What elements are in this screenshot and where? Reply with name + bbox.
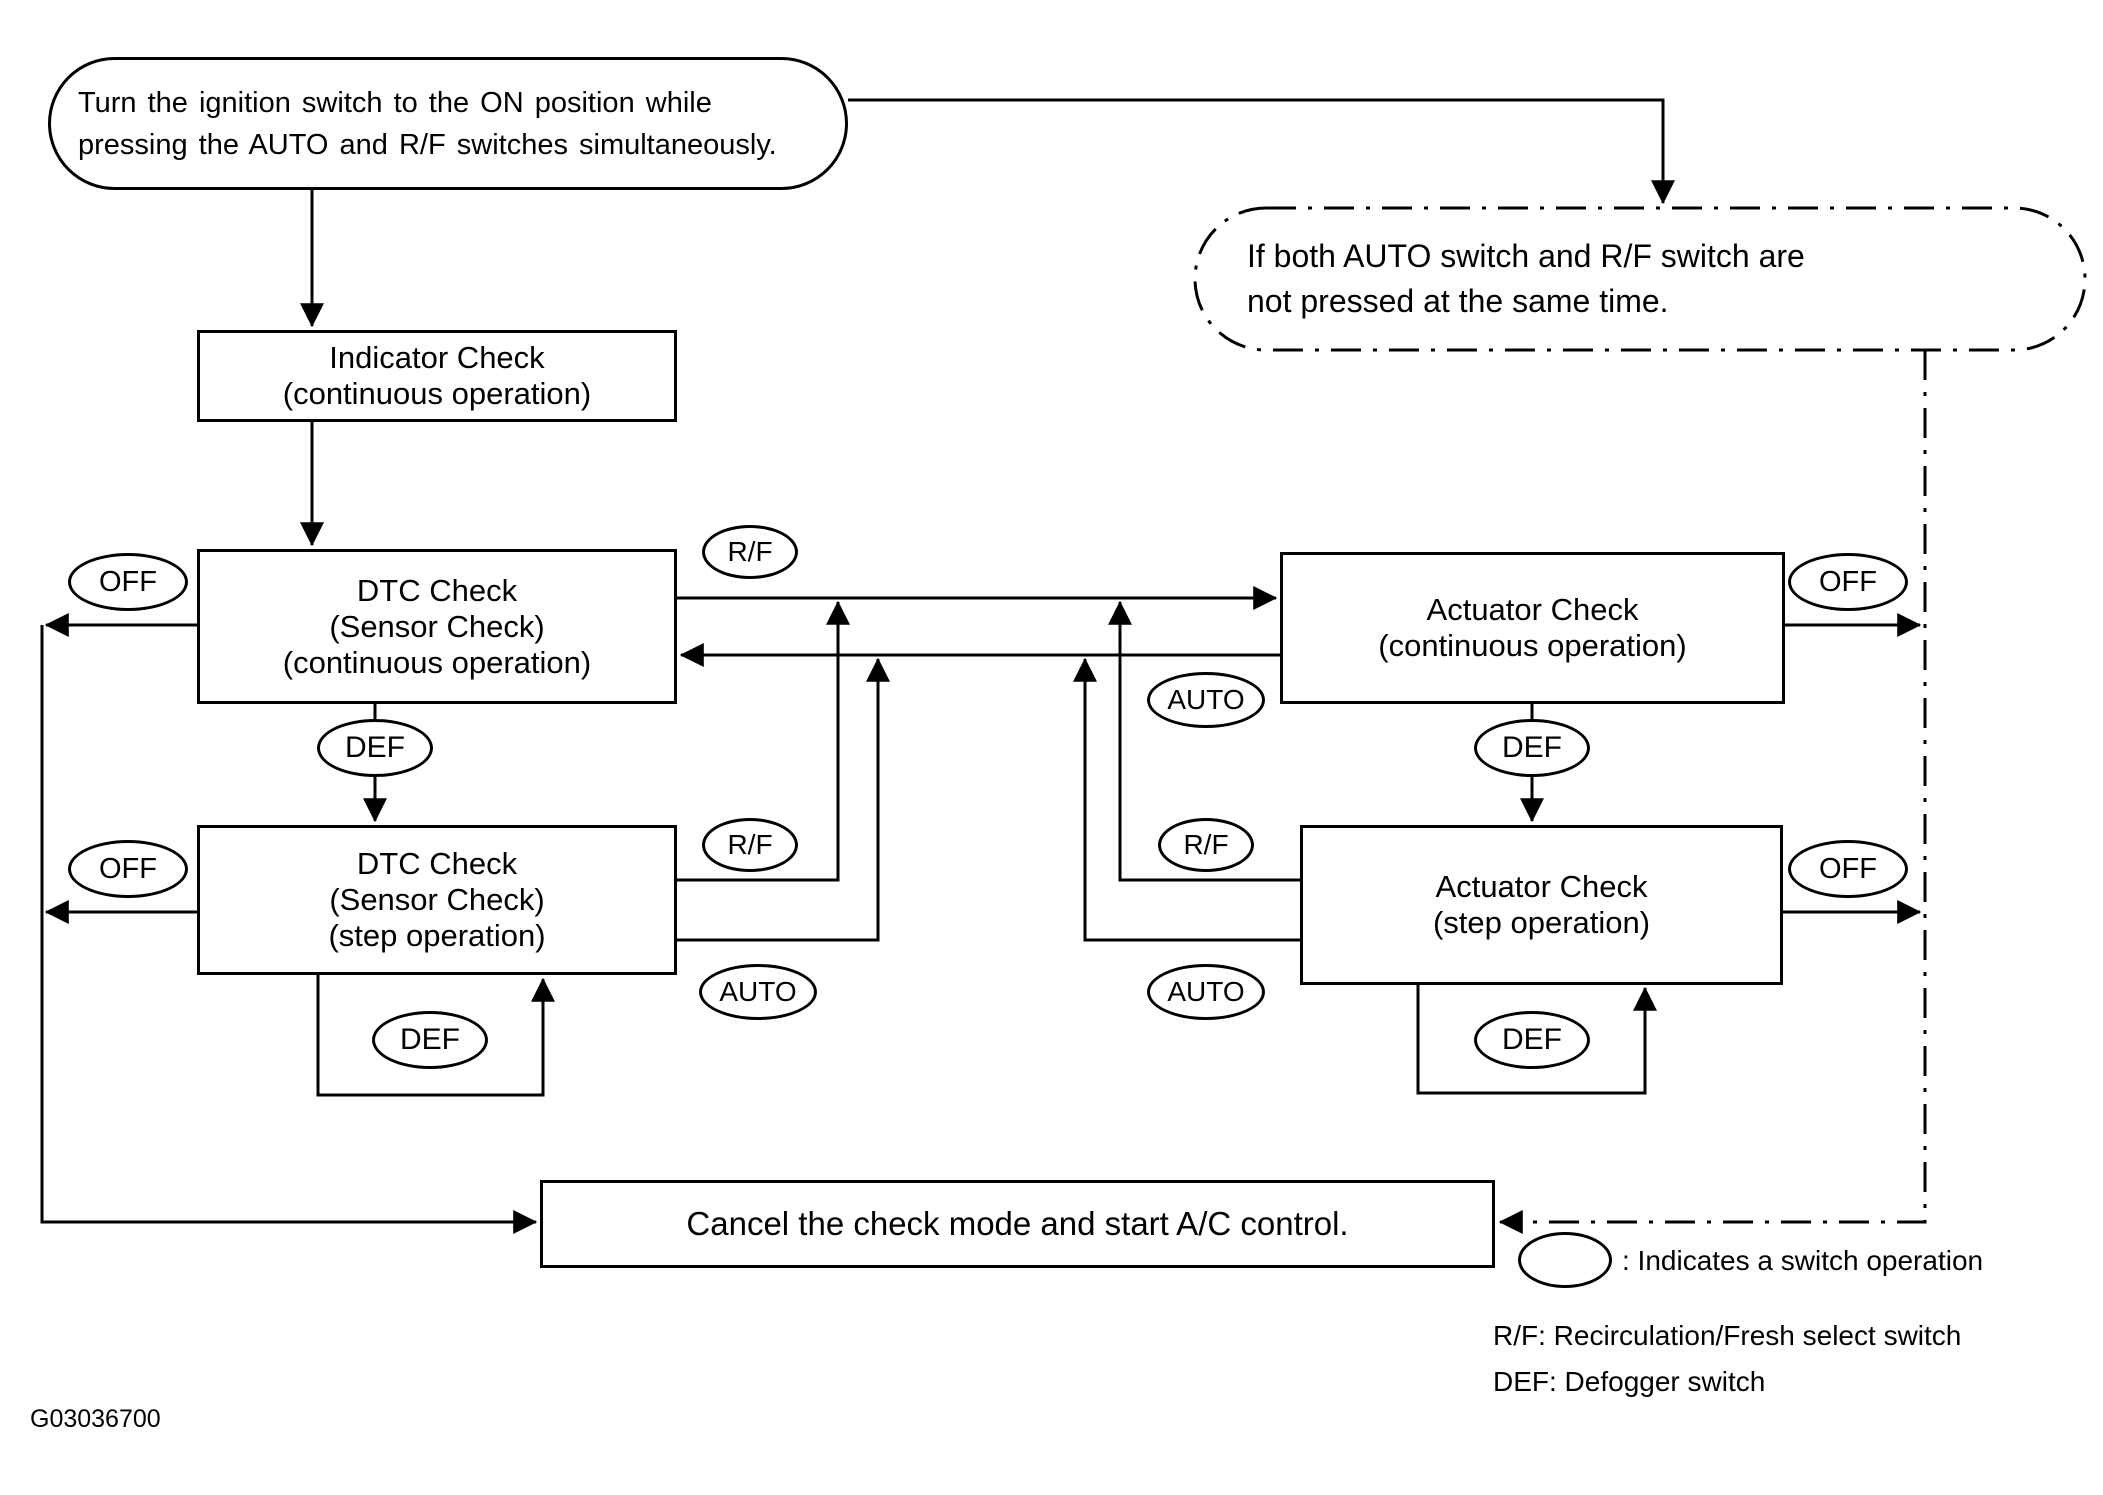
actuator-check-step-node: Actuator Check (step operation) [1300,825,1783,985]
arrow-start-to-branch-note [848,98,1675,205]
arrow-left-rail-to-cancel [40,625,538,1234]
cancel-label: Cancel the check mode and start A/C cont… [686,1205,1349,1242]
off-badge-dtc-step: OFF [68,840,188,898]
arrow-def-loop-dtc-step [316,975,555,1097]
dtc-cont-sub2: (continuous operation) [282,644,592,680]
off-badge-act-step: OFF [1788,840,1908,898]
auto-badge-dtc-step: AUTO [699,964,817,1020]
act-step-title: Actuator Check [1435,869,1648,904]
start-text-line2: pressing the AUTO and R/F switches simul… [78,128,777,161]
auto-badge-act-step: AUTO [1147,964,1265,1020]
dtc-cont-sub1: (Sensor Check) [329,608,545,644]
rf-label: R/F [1183,829,1229,860]
def-label: DEF [1502,731,1562,764]
start-text-line1: Turn the ignition switch to the ON posit… [78,86,712,119]
indicator-check-node: Indicator Check (continuous operation) [197,330,677,422]
figure-id: G03036700 [30,1405,161,1433]
arrow-rf-act-step-merge [1108,600,1300,882]
auto-badge-top: AUTO [1147,672,1265,728]
dtc-check-step-node: DTC Check (Sensor Check) (step operation… [197,825,677,975]
dtc-step-title: DTC Check [356,846,518,881]
auto-label: AUTO [719,976,797,1007]
legend-ellipse-note: : Indicates a switch operation [1622,1245,1984,1276]
arrow-auto-dtc-step-merge [677,657,890,942]
indicator-check-subtitle: (continuous operation) [282,376,592,411]
def-badge-dtc: DEF [317,719,433,777]
legend-rf-note: R/F: Recirculation/Fresh select switch [1493,1320,1962,1351]
off-label: OFF [1819,565,1877,598]
act-cont-title: Actuator Check [1426,592,1639,627]
arrow-rf-dtc-step-merge [677,600,850,882]
dtc-check-continuous-node: DTC Check (Sensor Check) (continuous ope… [197,549,677,704]
act-step-subtitle: (step operation) [1432,905,1651,940]
actuator-check-continuous-node: Actuator Check (continuous operation) [1280,552,1785,704]
legend-switch-ellipse [1518,1232,1612,1288]
def-badge-act: DEF [1474,719,1590,777]
legend-def-note: DEF: Defogger switch [1493,1366,1766,1397]
rf-badge-dtc-step: R/F [702,818,798,872]
off-badge-dtc-cont: OFF [68,553,188,611]
start-node: Turn the ignition switch to the ON posit… [48,57,848,190]
rf-badge-top: R/F [702,525,798,579]
branch-note-border [1193,206,2087,352]
off-label: OFF [99,852,157,885]
dtc-step-sub2: (step operation) [328,918,546,953]
arrow-auto-act-step-merge [1073,657,1300,942]
def-label: DEF [400,1023,460,1056]
def-label: DEF [1502,1023,1562,1056]
off-badge-act-cont: OFF [1788,553,1908,611]
auto-label: AUTO [1167,684,1245,715]
def-badge-dtc-loop: DEF [372,1011,488,1069]
auto-label: AUTO [1167,976,1245,1007]
act-cont-subtitle: (continuous operation) [1378,628,1687,663]
indicator-check-title: Indicator Check [329,340,545,375]
def-label: DEF [345,731,405,764]
dtc-step-sub1: (Sensor Check) [329,882,545,917]
def-badge-act-loop: DEF [1474,1011,1590,1069]
branch-note-node: If both AUTO switch and R/F switch are n… [1195,208,2085,350]
cancel-node: Cancel the check mode and start A/C cont… [540,1180,1495,1268]
arrow-right-rail-to-cancel [1498,350,1927,1234]
off-label: OFF [1819,852,1877,885]
rf-badge-act-step: R/F [1158,818,1254,872]
dtc-cont-title: DTC Check [356,572,518,608]
branch-note-line1: If both AUTO switch and R/F switch are [1247,238,1805,274]
branch-note-line2: not pressed at the same time. [1247,283,1669,319]
off-label: OFF [99,565,157,598]
rf-label: R/F [727,829,773,860]
arrow-def-loop-act-step [1416,985,1657,1095]
rf-label: R/F [727,536,773,567]
